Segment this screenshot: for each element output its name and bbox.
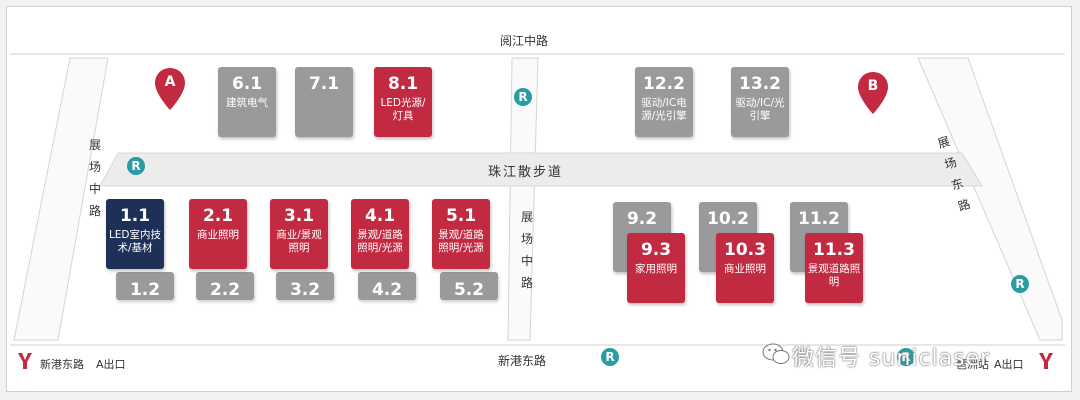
exit-road-left: 新港东路 <box>40 358 84 371</box>
hall-number: 4.1 <box>364 206 396 226</box>
hall-9-3[interactable]: 9.3 家用照明 <box>627 233 685 303</box>
hall-number: 13.2 <box>739 74 781 94</box>
hall-category: 建筑电气 <box>226 97 268 109</box>
location-pin-b[interactable]: B <box>856 70 890 116</box>
metro-logo-icon <box>1039 353 1053 369</box>
hall-category: 商业照明 <box>197 229 239 241</box>
pin-letter-b: B <box>867 78 879 94</box>
hall-5-1[interactable]: 5.1 景观/道路照明/光源 <box>432 199 490 269</box>
watermark-text: 微信号 suniclaser <box>792 346 991 371</box>
rest-area-marker[interactable]: R <box>514 88 532 106</box>
hall-3-2[interactable]: 3.2 <box>276 272 334 300</box>
hall-category: 商业/景观照明 <box>276 229 322 254</box>
hall-number: 6.1 <box>231 74 263 94</box>
hall-number: 11.2 <box>798 209 840 229</box>
hall-4-2[interactable]: 4.2 <box>358 272 416 300</box>
hall-category: 景观/道路照明/光源 <box>357 229 403 254</box>
hall-category: 家用照明 <box>635 263 677 275</box>
hall-number: 5.1 <box>445 206 477 226</box>
exit-right[interactable]: A出口 <box>994 358 1024 371</box>
hall-3-1[interactable]: 3.1 商业/景观照明 <box>270 199 328 269</box>
hall-number: 10.2 <box>707 209 749 229</box>
hall-category: 景观/道路照明/光源 <box>438 229 484 254</box>
hall-number: 2.1 <box>202 206 234 226</box>
location-pin-a[interactable]: A <box>153 66 187 112</box>
exit-left[interactable]: A出口 <box>96 358 126 371</box>
map-pin-icon <box>155 68 185 110</box>
metro-logo-icon <box>18 353 32 369</box>
hall-category: 景观道路照明 <box>807 263 861 288</box>
hall-13-2[interactable]: 13.2 驱动/IC/光引擎 <box>731 67 789 137</box>
road-label-bottom: 新港东路 <box>498 354 547 368</box>
wechat-icon <box>762 343 790 364</box>
hall-2-1[interactable]: 2.1 商业照明 <box>189 199 247 269</box>
rest-area-marker[interactable]: R <box>897 348 915 366</box>
hall-category: 驱动/IC/光引擎 <box>735 97 785 122</box>
hall-6-1[interactable]: 6.1 建筑电气 <box>218 67 276 137</box>
rest-area-marker[interactable]: R <box>127 157 145 175</box>
hall-number: 9.2 <box>626 209 658 229</box>
road-label-top: 阅江中路 <box>500 34 549 48</box>
pin-letter-a: A <box>164 74 176 90</box>
hall-category: LED光源/灯具 <box>380 97 426 122</box>
hall-12-2[interactable]: 12.2 驱动/IC电源/光引擎 <box>635 67 693 137</box>
hall-11-3[interactable]: 11.3 景观道路照明 <box>805 233 863 303</box>
hall-number: 9.3 <box>640 240 672 260</box>
hall-category: LED室内技术/基材 <box>108 229 162 254</box>
hall-4-1[interactable]: 4.1 景观/道路照明/光源 <box>351 199 409 269</box>
promenade-label: 珠江散步道 <box>488 165 564 180</box>
hall-number: 7.1 <box>308 74 340 94</box>
hall-number: 12.2 <box>643 74 685 94</box>
hall-number: 3.1 <box>283 206 315 226</box>
hall-number: 1.1 <box>119 206 151 226</box>
hall-7-1[interactable]: 7.1 <box>295 67 353 137</box>
exit-station-right: 琶洲站 <box>956 358 989 371</box>
hall-10-3[interactable]: 10.3 商业照明 <box>716 233 774 303</box>
rest-area-marker[interactable]: R <box>1011 275 1029 293</box>
map-frame <box>6 6 1072 392</box>
hall-number: 10.3 <box>724 240 766 260</box>
hall-number: 11.3 <box>813 240 855 260</box>
map-pin-icon <box>858 72 888 114</box>
hall-number: 8.1 <box>387 74 419 94</box>
hall-5-2[interactable]: 5.2 <box>440 272 498 300</box>
rest-area-marker[interactable]: R <box>601 348 619 366</box>
hall-1-2[interactable]: 1.2 <box>116 272 174 300</box>
road-label-middle: 展场中路 <box>520 210 533 290</box>
hall-1-1[interactable]: 1.1 LED室内技术/基材 <box>106 199 164 269</box>
hall-category: 驱动/IC电源/光引擎 <box>641 97 687 122</box>
hall-category: 商业照明 <box>724 263 766 275</box>
hall-2-2[interactable]: 2.2 <box>196 272 254 300</box>
road-label-west: 展场中路 <box>88 138 101 218</box>
hall-8-1[interactable]: 8.1 LED光源/灯具 <box>374 67 432 137</box>
